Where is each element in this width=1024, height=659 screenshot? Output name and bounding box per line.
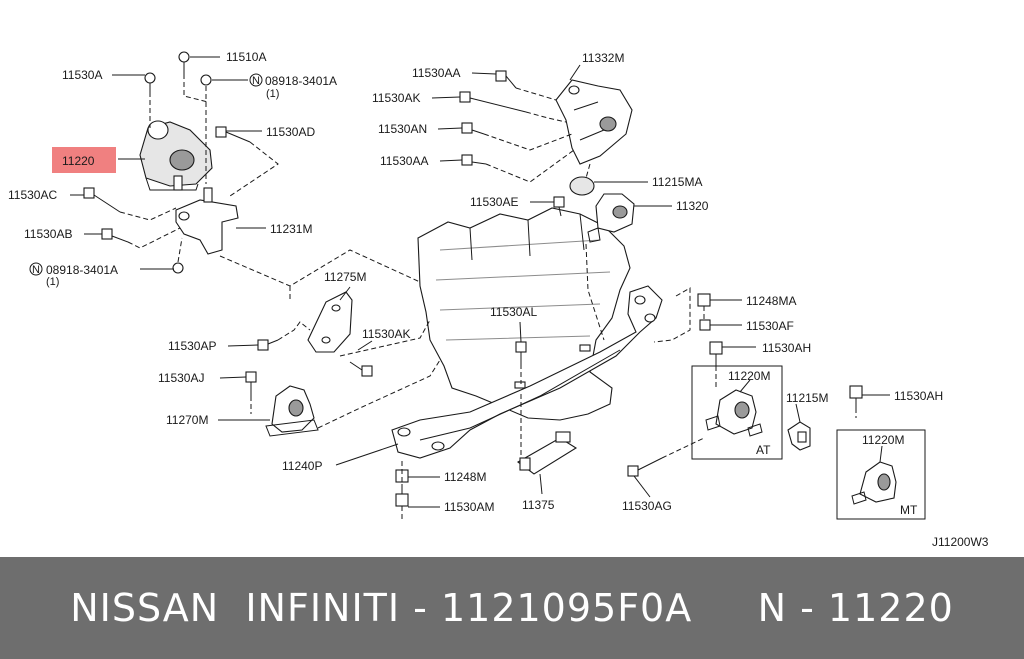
bolt-11530AC: [83, 187, 121, 213]
bolt-11530A: [144, 72, 156, 92]
bolt-11530AH-2: [849, 385, 863, 408]
bolt-11530AB: [101, 228, 129, 243]
label-11375: 11375: [522, 498, 555, 512]
bolt-11530AA-1: [495, 70, 517, 89]
bolt-11530AF: [699, 319, 711, 331]
n-mark-bottom: N: [29, 262, 43, 276]
label-11530AN: 11530AN: [378, 122, 427, 136]
label-11530AD: 11530AD: [266, 125, 315, 139]
bolt-11530AN: [461, 122, 485, 135]
label-08918-top-qty: (1): [266, 88, 279, 100]
label-11220M-at: 11220M: [728, 369, 770, 383]
insulator-11215M: [787, 421, 811, 451]
label-08918-bottom-qty: (1): [46, 276, 59, 288]
bolt-11530AA-2: [461, 154, 487, 166]
at-box: [691, 365, 783, 460]
bolt-11530AK-2: [349, 361, 373, 377]
label-11530AB: 11530AB: [24, 227, 73, 241]
bracket-11275M: [307, 291, 353, 353]
label-11530AH-1: 11530AH: [762, 341, 811, 355]
label-11248MA: 11248MA: [746, 294, 796, 308]
label-11530AK-2: 11530AK: [362, 327, 411, 341]
mt-box: [836, 429, 926, 520]
label-11220M-mt: 11220M: [862, 433, 904, 447]
washer-11248MA: [697, 293, 711, 307]
label-08918-top: 08918-3401A: [265, 74, 337, 88]
mount-11320: [587, 193, 635, 243]
label-11248M: 11248M: [444, 470, 486, 484]
leader-lines: [70, 56, 890, 508]
bracket-11231M: [175, 187, 239, 255]
label-11220: 11220: [62, 154, 95, 168]
label-at: AT: [756, 443, 771, 457]
label-08918-bottom: 08918-3401A: [46, 263, 118, 277]
label-11530AP: 11530AP: [168, 339, 217, 353]
nut-08918-top: [200, 74, 212, 86]
bolt-11510A: [178, 51, 190, 74]
engine-mount-11220: [139, 120, 213, 191]
label-11510A: 11510A: [226, 50, 266, 64]
label-11530AH-2: 11530AH: [894, 389, 943, 403]
label-11530AE: 11530AE: [470, 195, 519, 209]
diagram-ref-code: J11200W3: [932, 535, 989, 549]
label-11240P: 11240P: [282, 459, 322, 473]
bolt-11530AJ: [245, 371, 257, 396]
label-11270M: 11270M: [166, 413, 208, 427]
label-11215M: 11215M: [786, 391, 828, 405]
part-labels: 11510A 11530A 08918-3401A (1) 11530AD 11…: [8, 50, 989, 549]
footer-part-number: NISSAN INFINITI - 1121095F0A N - 11220: [70, 586, 954, 630]
label-11530A: 11530A: [62, 68, 102, 82]
svg-text:N: N: [252, 75, 260, 87]
nut-08918-bottom: [172, 262, 184, 274]
bracket-11332M: [555, 79, 633, 165]
label-11530AF: 11530AF: [746, 319, 794, 333]
label-11320: 11320: [676, 199, 709, 213]
label-11530AA-2: 11530AA: [380, 154, 429, 168]
bolt-11530AG: [627, 457, 663, 477]
label-11530AL: 11530AL: [490, 305, 537, 319]
label-11530AK-1: 11530AK: [372, 91, 421, 105]
label-11215MA: 11215MA: [652, 175, 702, 189]
bolt-11530AH-1: [709, 341, 723, 366]
label-11275M: 11275M: [324, 270, 366, 284]
label-mt: MT: [900, 503, 918, 517]
footer-banner: NISSAN INFINITI - 1121095F0A N - 11220: [0, 557, 1024, 659]
label-11530AJ: 11530AJ: [158, 371, 204, 385]
highlight-box: [52, 147, 116, 173]
bolt-11530AP: [257, 339, 279, 351]
bolt-11530AD: [215, 126, 251, 143]
n-mark-top: N: [249, 73, 263, 87]
crossmember: [391, 285, 663, 459]
label-11332M: 11332M: [582, 51, 624, 65]
svg-text:N: N: [32, 264, 40, 276]
parts-diagram: N N 11510A 11530A 08918-3401A (1) 11530A…: [8, 50, 989, 549]
mount-11270M: [265, 385, 319, 437]
label-11231M: 11231M: [270, 222, 312, 236]
label-11530AA-1: 11530AA: [412, 66, 461, 80]
bolt-11530AK-1: [459, 91, 527, 113]
label-11530AG: 11530AG: [622, 499, 672, 513]
insulator-11215MA: [569, 176, 595, 196]
label-11530AM: 11530AM: [444, 500, 494, 514]
label-11530AC: 11530AC: [8, 188, 57, 202]
bolt-11530AM: [395, 484, 409, 507]
rod-11375: [517, 431, 578, 475]
